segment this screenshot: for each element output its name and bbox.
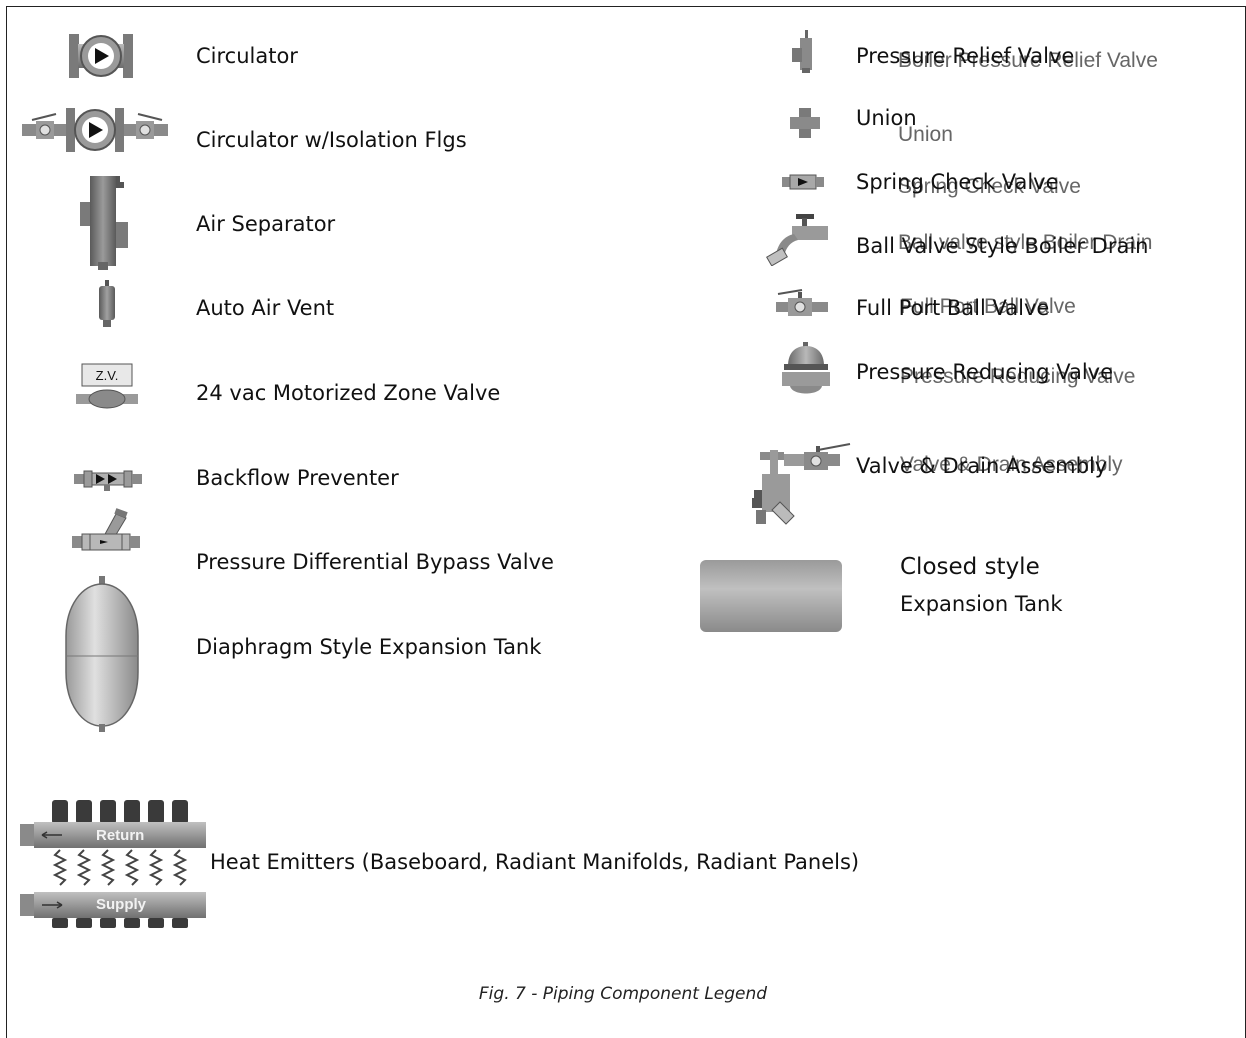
auto-air-vent-icon: [99, 280, 115, 327]
valve-drain-assembly-ghost-label: Valve & Drain Assembly: [900, 453, 1123, 476]
bypass-valve-icon: [72, 508, 140, 551]
boiler-drain-label: Ball Valve Style Boiler Drain: [856, 234, 1149, 258]
boiler-drain-ghost-label: Ball valve style Boiler Drain: [898, 231, 1153, 254]
pressure-relief-valve-ghost-label: Boiler Pressure Relief Valve: [898, 49, 1158, 72]
union-label: Union: [856, 106, 917, 130]
figure-caption: Fig. 7 - Piping Component Legend: [478, 984, 768, 1004]
pressure-relief-valve-icon: [792, 30, 812, 73]
bypass-valve-label: Pressure Differential Bypass Valve: [196, 550, 554, 574]
auto-air-vent-label: Auto Air Vent: [196, 296, 335, 320]
boiler-drain-icon: [766, 214, 828, 266]
manifold-supply-text: Supply: [96, 896, 147, 913]
valve-drain-assembly-label: Valve & Drain Assembly: [856, 454, 1108, 478]
heat-emitters-label: Heat Emitters (Baseboard, Radiant Manifo…: [210, 850, 860, 874]
zone-valve-icon: Z.V.: [74, 362, 140, 412]
backflow-preventer-icon: [74, 470, 142, 491]
union-ghost-label: Union: [898, 123, 953, 146]
pressure-relief-valve-label: Pressure Relief Valve: [856, 44, 1075, 68]
backflow-preventer-label: Backflow Preventer: [196, 466, 399, 490]
spring-check-valve-label: Spring Check Valve: [856, 170, 1059, 194]
circulator-isolation-label: Circulator w/Isolation Flgs: [196, 128, 467, 152]
zone-valve-icon-text: Z.V.: [95, 368, 119, 383]
diaphragm-tank-icon: [65, 576, 139, 732]
circulator-isolation-icon: [22, 108, 168, 152]
pressure-reducing-valve-ghost-label: Pressure Reducing Valve: [900, 365, 1136, 388]
air-separator-label: Air Separator: [196, 212, 336, 236]
circulator-icon: [69, 34, 133, 78]
closed-tank-label-line2: Expansion Tank: [900, 592, 1063, 616]
full-port-ball-valve-label: Full Port Ball Valve: [856, 296, 1050, 320]
closed-tank-label-line1: Closed style: [900, 554, 1040, 580]
valve-drain-assembly-icon: [752, 443, 851, 525]
manifold-return-text: Return: [96, 827, 145, 844]
zone-valve-label: 24 vac Motorized Zone Valve: [196, 381, 501, 405]
diaphragm-tank-label: Diaphragm Style Expansion Tank: [196, 635, 542, 659]
return-valve-caps: [52, 800, 188, 824]
heat-emitters-manifold-icon: [20, 800, 206, 928]
closed-expansion-tank-icon: [700, 560, 842, 632]
pressure-reducing-valve-label: Pressure Reducing Valve: [856, 360, 1114, 384]
circulator-label: Circulator: [196, 44, 298, 68]
full-port-ball-valve-icon: [776, 289, 828, 316]
air-separator-icon: [80, 176, 128, 270]
spring-check-valve-ghost-label: Spring Check Valve: [898, 175, 1081, 198]
union-icon: [790, 108, 820, 138]
spring-check-valve-icon: [782, 174, 824, 190]
pressure-reducing-valve-icon: [782, 342, 830, 394]
full-port-ball-valve-ghost-label: Full Port Ball Valve: [900, 295, 1076, 318]
